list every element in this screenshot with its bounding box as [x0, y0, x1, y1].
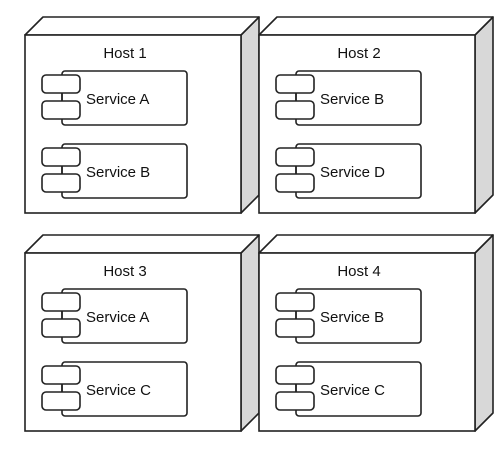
component-tab-icon: [41, 100, 81, 120]
component-tab-icon: [41, 318, 81, 338]
service-component: Service B: [41, 143, 188, 199]
service-component: Service A: [41, 288, 188, 344]
component-tab-icon: [275, 318, 315, 338]
component-tab-icon: [41, 173, 81, 193]
component-tab-icon: [41, 365, 81, 385]
component-tab-icon: [41, 292, 81, 312]
host-label: Host 1: [103, 45, 146, 62]
host-node-4: Host 4 Service B Service C: [258, 234, 494, 432]
component-tab-icon: [275, 292, 315, 312]
service-label: Service C: [86, 382, 151, 399]
service-component: Service A: [41, 70, 188, 126]
service-label: Service B: [320, 91, 384, 108]
component-tab-icon: [275, 173, 315, 193]
host-side-face: [474, 16, 494, 214]
host-node-2: Host 2 Service B Service D: [258, 16, 494, 214]
component-tab-icon: [41, 391, 81, 411]
service-component: Service B: [275, 70, 422, 126]
host-side-face: [240, 16, 260, 214]
component-tab-icon: [275, 391, 315, 411]
host-top-face: [24, 234, 260, 254]
host-label: Host 2: [337, 45, 380, 62]
service-component: Service B: [275, 288, 422, 344]
service-label: Service B: [86, 164, 150, 181]
host-top-face: [258, 16, 494, 36]
host-top-face: [258, 234, 494, 254]
service-label: Service A: [86, 309, 149, 326]
host-label: Host 3: [103, 263, 146, 280]
host-top-face: [24, 16, 260, 36]
service-component: Service C: [41, 361, 188, 417]
service-label: Service A: [86, 91, 149, 108]
component-tab-icon: [275, 365, 315, 385]
service-component: Service C: [275, 361, 422, 417]
component-tab-icon: [275, 100, 315, 120]
service-component: Service D: [275, 143, 422, 199]
service-label: Service D: [320, 164, 385, 181]
host-label: Host 4: [337, 263, 380, 280]
component-tab-icon: [275, 147, 315, 167]
service-label: Service C: [320, 382, 385, 399]
host-side-face: [474, 234, 494, 432]
component-tab-icon: [275, 74, 315, 94]
component-tab-icon: [41, 147, 81, 167]
host-node-1: Host 1 Service A Service B: [24, 16, 260, 214]
component-tab-icon: [41, 74, 81, 94]
host-node-3: Host 3 Service A Service C: [24, 234, 260, 432]
host-side-face: [240, 234, 260, 432]
service-label: Service B: [320, 309, 384, 326]
